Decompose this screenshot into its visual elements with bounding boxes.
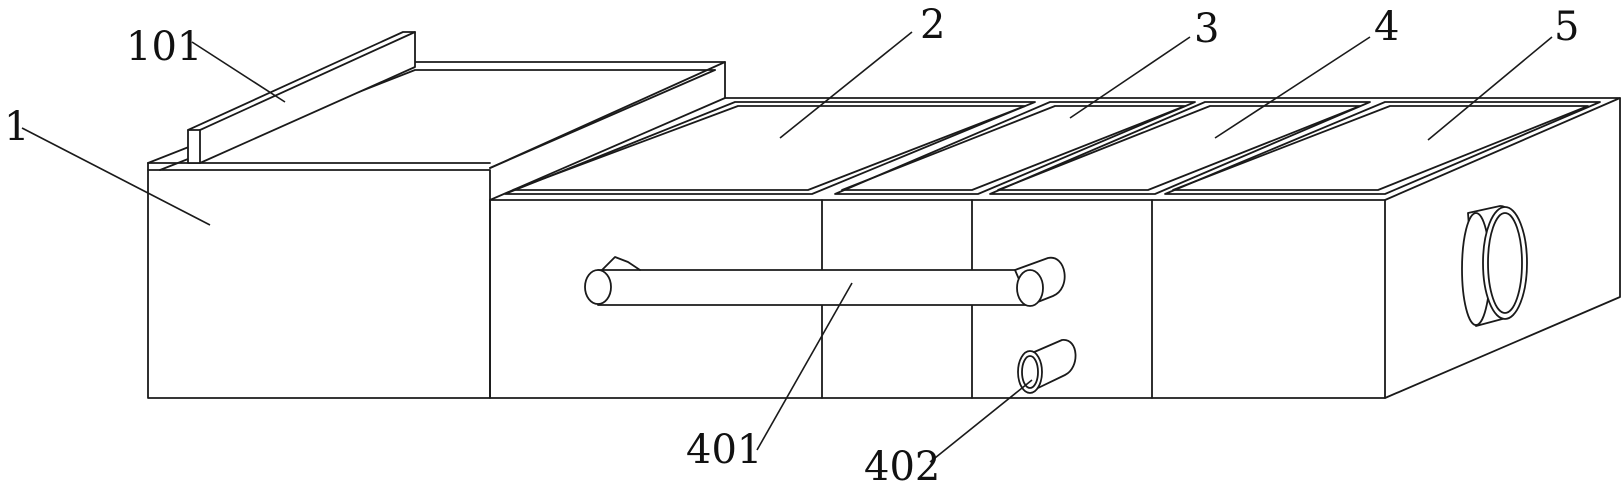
panel-5-inner (1172, 105, 1589, 191)
compartment-2-top (504, 101, 1036, 195)
panel-4 (989, 101, 1371, 195)
port-outer-ring (1482, 206, 1528, 320)
leader-401 (756, 282, 853, 451)
panel-3-inner (841, 105, 1186, 191)
right-end-port (1461, 205, 1528, 327)
long-box (489, 97, 1621, 399)
pipe-401-body (597, 269, 1031, 306)
long-box-right-face (1384, 97, 1621, 399)
leader-lines (21, 31, 1553, 463)
pipe-401-left-end (584, 269, 612, 305)
label-1: 1 (4, 104, 29, 150)
plate-101 (187, 31, 416, 164)
label-401: 401 (686, 427, 762, 473)
panel-3 (834, 101, 1196, 195)
panel-2 (504, 101, 1036, 195)
leader-402 (929, 379, 1033, 463)
label-2: 2 (920, 2, 945, 48)
leader-1 (21, 127, 211, 226)
port-inner-ring (1487, 212, 1523, 314)
leader-5 (1427, 36, 1553, 141)
long-box-top-outline (489, 97, 1621, 201)
panel-4-inner (997, 105, 1361, 191)
label-101: 101 (126, 24, 202, 70)
plate-101-top-edge (199, 31, 416, 131)
panel-2-inner (512, 105, 1026, 191)
pipe-401-right-end (1016, 269, 1044, 307)
panel-5 (1164, 101, 1601, 195)
label-3: 3 (1194, 6, 1219, 52)
box-1-front-face (147, 169, 491, 399)
pipe-402 (1017, 339, 1077, 394)
long-box-front-face (489, 199, 1386, 399)
pipe-401-left-elbow (601, 256, 641, 271)
leader-101 (191, 41, 286, 103)
leader-3 (1069, 36, 1191, 119)
label-402: 402 (864, 444, 940, 487)
compartment-5-top (1164, 101, 1601, 195)
label-5: 5 (1554, 4, 1579, 50)
labels: 1 101 2 3 4 5 401 402 (4, 2, 1579, 487)
label-4: 4 (1374, 4, 1399, 50)
compartment-3-top (834, 101, 1196, 195)
leader-2 (779, 31, 913, 139)
pipe-401 (584, 256, 1066, 307)
box-1-top-right-edge (489, 61, 726, 169)
compartment-4-top (989, 101, 1371, 195)
plate-101-body (187, 31, 416, 164)
pipe-402-inner-ring (1021, 355, 1039, 389)
leader-4 (1214, 36, 1371, 139)
